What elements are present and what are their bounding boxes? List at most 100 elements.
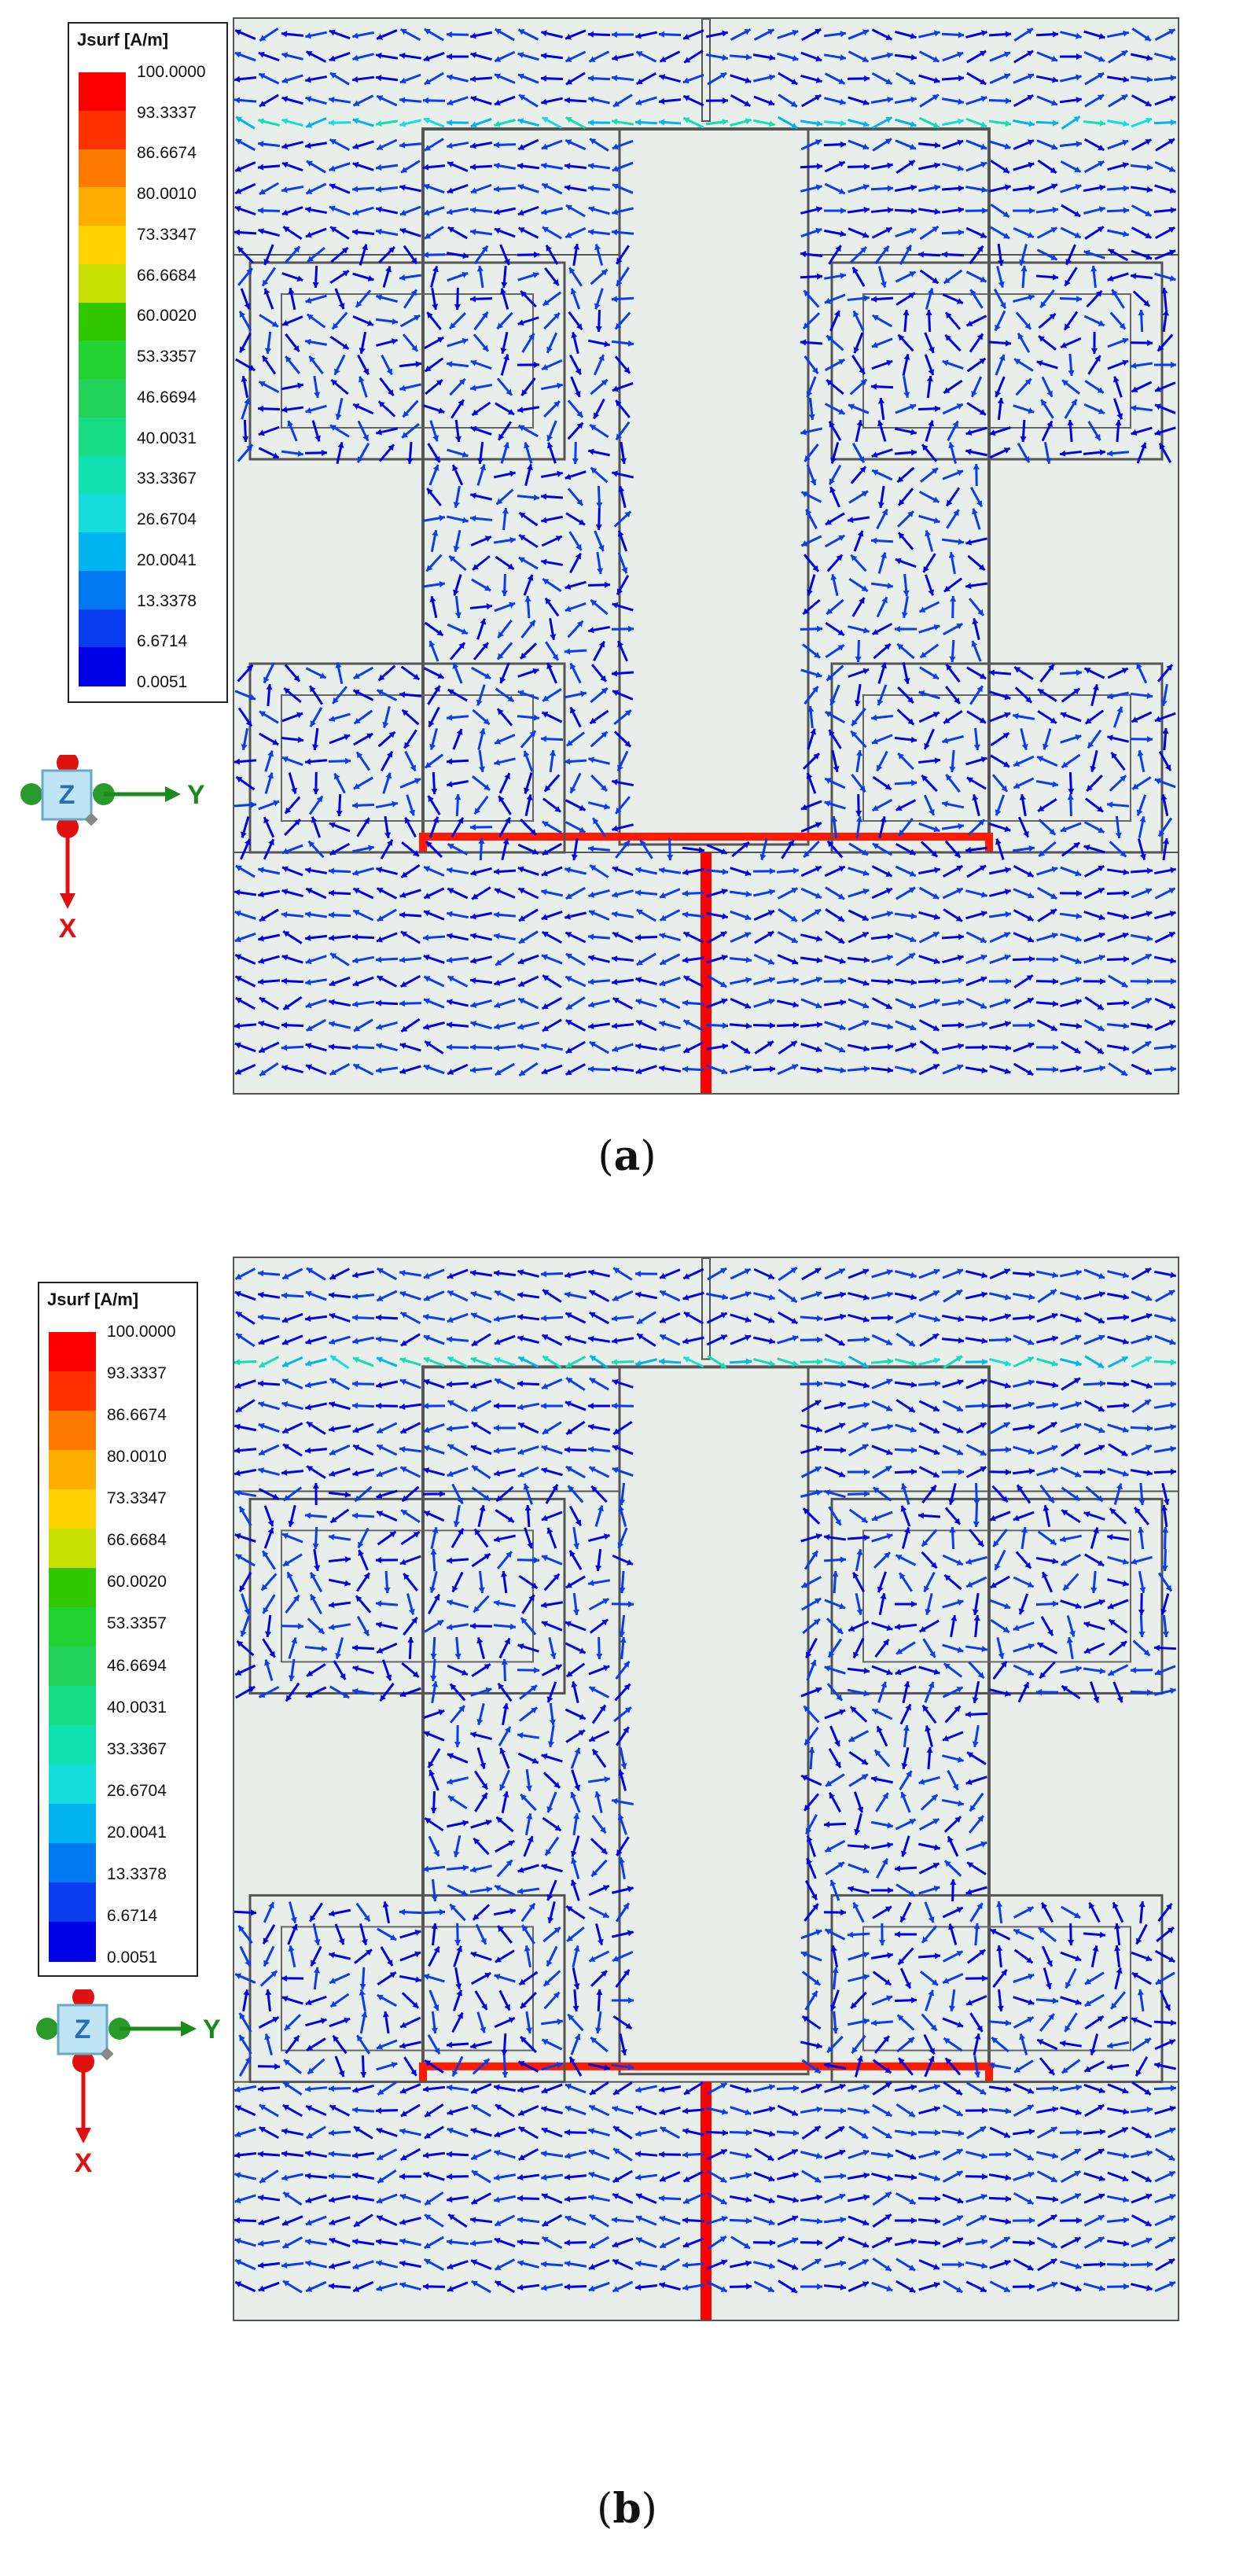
current-vector-head [967,1862,974,1868]
current-vector-head [248,364,256,371]
current-vector-head [1076,912,1082,920]
current-vector-head [815,206,822,213]
current-vector-head [683,95,690,101]
current-vector-head [258,1314,264,1321]
current-vector-head [494,979,501,986]
current-vector-head [851,730,858,738]
current-vector-head [1013,760,1020,767]
current-vector-head [483,718,490,725]
current-vector-head [336,810,343,816]
current-vector-head [980,232,987,238]
current-vector-head [376,1314,382,1321]
current-vector-head [1027,1069,1034,1076]
current-vector-head [376,228,382,235]
current-vector-head [1028,120,1035,127]
current-vector-head [877,699,884,706]
current-vector-head [401,167,408,173]
current-vector-head [499,677,506,683]
current-vector-head [978,819,985,826]
current-vector-head [352,980,359,987]
legend-tick-label: 46.6694 [107,1656,167,1675]
current-vector-head [447,888,454,894]
current-vector-head [305,1447,311,1454]
current-vector-head [815,227,822,234]
current-vector-head [399,1269,406,1277]
current-vector-head [958,999,964,1006]
current-vector-head [592,1749,599,1756]
current-vector-head [542,579,550,585]
current-vector-head [989,1514,996,1522]
current-vector-head [244,303,251,310]
current-vector-head [476,266,484,272]
current-vector-head [957,1064,964,1071]
current-vector-head [353,783,360,789]
current-vector-head [858,456,865,463]
current-vector-head [956,403,963,410]
current-vector-head [234,1533,241,1540]
current-vector-head [588,1001,595,1008]
current-vector-head [413,1532,420,1538]
current-distribution-plot [233,1257,1179,2321]
legend-swatch [49,1411,96,1451]
current-vector-head [980,79,987,85]
current-vector-head [618,1505,625,1512]
current-vector-head [601,785,607,791]
current-vector-head [838,1339,845,1346]
current-vector-head [450,1684,457,1691]
current-vector-head [424,892,431,899]
current-vector-head [1050,892,1057,900]
current-vector-head [811,1551,818,1558]
current-vector-head [851,554,858,561]
current-vector-head [447,226,454,234]
current-vector-head [501,591,508,596]
current-vector-head [981,1067,987,1074]
current-vector-head [476,1637,484,1644]
current-vector-head [377,33,384,40]
current-vector-head [307,256,314,262]
current-vector-head [1039,850,1046,857]
current-vector-head [791,122,798,129]
current-vector-head [919,606,926,613]
current-vector-head [660,1334,667,1341]
current-vector-head [565,232,572,238]
current-vector-head [1123,955,1129,962]
current-vector-head [423,1064,430,1071]
current-vector-head [1120,1069,1127,1076]
current-vector-head [903,1527,910,1534]
current-vector-head [969,1805,976,1812]
current-vector-head [885,1003,892,1009]
current-vector-head [566,1428,573,1434]
current-vector-head [1074,166,1081,172]
current-vector-head [330,1356,337,1362]
current-vector-head [806,1651,812,1658]
current-vector-head [259,711,267,717]
current-vector-head [1027,1669,1034,1676]
current-vector-head [1168,932,1175,938]
current-vector-head [1123,230,1129,237]
current-vector-head [462,517,469,524]
top-stub [701,19,711,122]
current-vector-head [1164,764,1171,771]
current-vector-head [910,184,917,191]
current-vector-head [438,1709,445,1716]
current-vector-head [258,1401,265,1408]
current-vector-head [518,998,525,1004]
current-vector-head [1004,694,1011,701]
current-vector-head [616,807,622,814]
current-vector-head [1169,95,1176,102]
current-vector-head [497,322,504,329]
current-vector-head [612,118,618,126]
current-vector-head [234,1290,241,1297]
current-vector-head [977,1816,984,1823]
current-vector-head [862,980,870,986]
current-vector-head [359,348,366,354]
current-vector-head [980,95,987,102]
current-vector-head [378,401,385,408]
current-vector-head [616,257,623,264]
side-element-inner [862,1926,1131,2052]
current-vector-head [258,141,264,148]
current-vector-head [855,811,862,816]
current-vector-head [942,359,949,366]
current-vector-head [945,334,952,341]
current-vector-head [470,1066,476,1073]
